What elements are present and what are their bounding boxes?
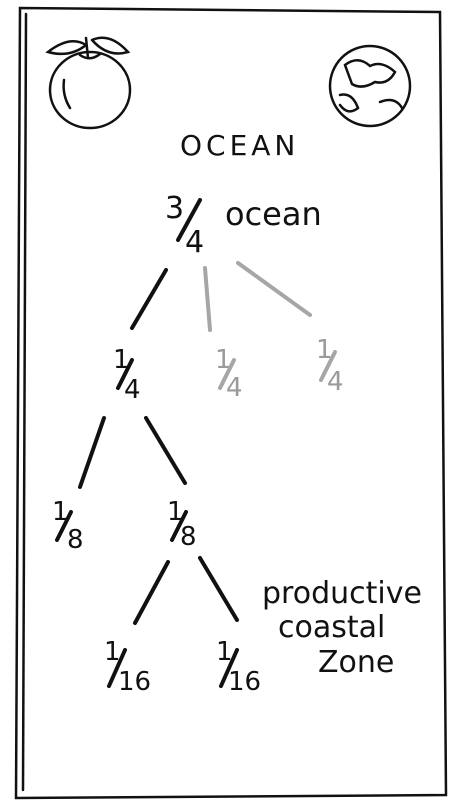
numerator: 1 (215, 345, 232, 375)
fraction-eighth-1: 1 8 (52, 497, 84, 555)
denominator: 4 (327, 367, 344, 397)
numerator: 1 (167, 497, 184, 527)
label-line-2: coastal (278, 610, 385, 645)
branch-to-quarter-3 (236, 261, 312, 317)
productive-coastal-zone-label: productive coastal Zone (262, 576, 422, 680)
denominator: 16 (228, 667, 261, 697)
fraction-quarter-1: 1 4 (113, 345, 141, 405)
top-fraction: 3 4 (165, 191, 204, 260)
branch-to-sixteenth-1 (133, 560, 170, 625)
branch-to-quarter-2 (203, 266, 212, 332)
denominator: 4 (226, 373, 243, 403)
fraction-quarter-2: 1 4 (215, 345, 243, 403)
fraction-eighth-2: 1 8 (167, 497, 197, 552)
branch-to-eighth-1 (78, 416, 106, 489)
apple-icon (45, 36, 132, 130)
paper-border (14, 6, 448, 800)
top-denominator: 4 (185, 225, 204, 260)
denominator: 4 (124, 375, 141, 405)
numerator: 1 (113, 345, 130, 375)
denominator: 16 (118, 667, 151, 697)
top-numerator: 3 (165, 191, 184, 226)
page-title: OCEAN (180, 129, 299, 162)
fraction-sixteenth-2: 1 16 (216, 637, 261, 697)
branch-to-quarter-1 (130, 268, 168, 330)
numerator: 1 (216, 637, 233, 667)
fraction-quarter-3: 1 4 (316, 335, 344, 397)
numerator: 1 (104, 637, 121, 667)
branch-to-sixteenth-2 (198, 556, 239, 622)
fraction-sixteenth-1: 1 16 (104, 637, 151, 697)
denominator: 8 (67, 525, 84, 555)
globe-icon (328, 44, 412, 128)
label-line-3: Zone (318, 645, 394, 680)
numerator: 1 (52, 497, 69, 527)
branch-to-eighth-2 (144, 416, 187, 485)
label-line-1: productive (262, 576, 422, 611)
numerator: 1 (316, 335, 333, 365)
ocean-word: ocean (225, 195, 322, 233)
denominator: 8 (180, 522, 197, 552)
